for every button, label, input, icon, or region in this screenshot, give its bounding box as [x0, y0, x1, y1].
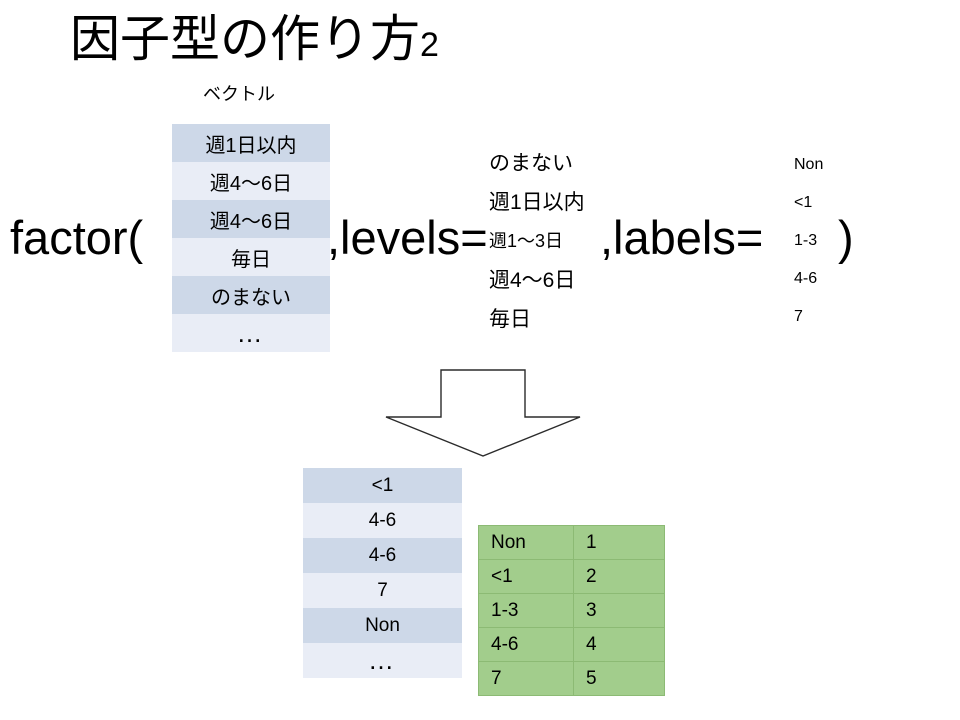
mapping-level-cell: 1	[573, 525, 665, 560]
mapping-label-cell: 1-3	[478, 593, 574, 628]
table-row: 4-6	[303, 538, 462, 573]
down-arrow-icon	[385, 369, 581, 457]
vector-caption-label: ベクトル	[203, 84, 275, 104]
input-vector-table: 週1日以内 週4〜6日 週4〜6日 毎日 のまない …	[172, 124, 330, 352]
table-row: 4-6 4	[478, 627, 665, 662]
vector-cell: 週4〜6日	[172, 162, 330, 200]
table-row: のまない	[172, 276, 330, 314]
result-cell-ellipsis: …	[303, 643, 462, 678]
labels-item: <1	[794, 194, 813, 211]
labels-value-list: Non <1 1-3 4-6 7	[794, 146, 904, 336]
vector-cell: 週1日以内	[172, 124, 330, 162]
vector-cell: のまない	[172, 276, 330, 314]
table-row: <1	[303, 468, 462, 503]
table-row: 週4〜6日	[172, 162, 330, 200]
mapping-label-cell: <1	[478, 559, 574, 594]
code-labels-argument: ,labels=	[600, 211, 764, 264]
result-cell: 7	[303, 573, 462, 608]
table-row: <1 2	[478, 559, 665, 594]
labels-item: Non	[794, 156, 824, 173]
mapping-label-cell: 4-6	[478, 627, 574, 662]
code-closing-paren: )	[838, 211, 854, 264]
page-title-number: 2	[420, 26, 439, 64]
mapping-level-cell: 4	[573, 627, 665, 662]
table-row: 毎日	[172, 238, 330, 276]
mapping-level-cell: 5	[573, 661, 665, 696]
vector-cell-ellipsis: …	[172, 314, 330, 352]
code-levels-argument: ,levels=	[327, 211, 488, 264]
levels-item: 毎日	[489, 308, 531, 331]
labels-item: 1-3	[794, 232, 818, 249]
table-row: 1-3 3	[478, 593, 665, 628]
down-arrow-shape	[385, 369, 581, 457]
label-level-mapping-table: Non 1 <1 2 1-3 3 4-6 4 7 5	[478, 525, 665, 696]
levels-item: 週1〜3日	[489, 231, 564, 251]
table-row: Non	[303, 608, 462, 643]
levels-item: 週1日以内	[489, 191, 585, 214]
mapping-label-cell: Non	[478, 525, 574, 560]
page-title-text: 因子型の作り方	[70, 11, 420, 67]
table-row: Non 1	[478, 525, 665, 560]
page-title: 因子型の作り方2	[70, 8, 439, 76]
table-row: 7 5	[478, 661, 665, 696]
table-row: 4-6	[303, 503, 462, 538]
table-row: …	[303, 643, 462, 678]
vector-cell: 週4〜6日	[172, 200, 330, 238]
result-cell: <1	[303, 468, 462, 503]
table-row: …	[172, 314, 330, 352]
labels-item: 4-6	[794, 270, 818, 287]
levels-item: 週4〜6日	[489, 269, 576, 292]
mapping-level-cell: 2	[573, 559, 665, 594]
result-vector-table: <1 4-6 4-6 7 Non …	[303, 468, 462, 678]
levels-item: のまない	[489, 152, 573, 175]
result-cell: 4-6	[303, 503, 462, 538]
code-factor-open: factor(	[10, 211, 144, 264]
result-cell: Non	[303, 608, 462, 643]
labels-item: 7	[794, 308, 803, 325]
result-cell: 4-6	[303, 538, 462, 573]
vector-cell: 毎日	[172, 238, 330, 276]
mapping-label-cell: 7	[478, 661, 574, 696]
levels-value-list: のまない 週1日以内 週1〜3日 週4〜6日 毎日	[489, 144, 639, 339]
table-row: 週4〜6日	[172, 200, 330, 238]
table-row: 7	[303, 573, 462, 608]
mapping-level-cell: 3	[573, 593, 665, 628]
table-row: 週1日以内	[172, 124, 330, 162]
